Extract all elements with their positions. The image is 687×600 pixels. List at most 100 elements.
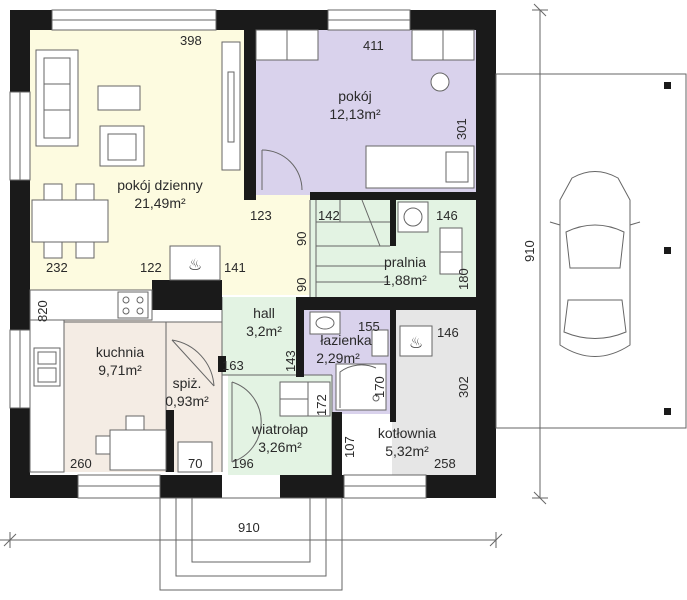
wall-bottom-3 xyxy=(280,475,344,498)
laundry-area: 1,88m² xyxy=(383,272,427,288)
dim-411: 411 xyxy=(363,38,384,53)
kitchen-furniture xyxy=(29,289,215,473)
kitchen-name: kuchnia xyxy=(96,344,144,360)
dim-70: 70 xyxy=(188,456,202,471)
room-name: pokój xyxy=(338,88,371,104)
room-area: 12,13m² xyxy=(329,106,381,122)
svg-text:♨: ♨ xyxy=(409,335,423,352)
shower-icon xyxy=(335,363,387,411)
wall-laundry-left xyxy=(390,200,396,246)
car-icon xyxy=(549,171,641,357)
living-room-area: 21,49m² xyxy=(134,195,186,211)
dim-142: 142 xyxy=(318,208,340,223)
laundry-cabinet-icon xyxy=(439,251,463,275)
dim-232: 232 xyxy=(46,260,68,275)
room-labels: pokój dzienny 21,49m² pokój 12,13m² pral… xyxy=(96,88,437,459)
dimension-lines xyxy=(0,3,548,548)
hall-name: hall xyxy=(253,305,275,321)
washbasin-icon xyxy=(309,311,341,335)
pantry-furniture xyxy=(177,441,213,473)
dim-143: 143 xyxy=(283,350,298,372)
dining-table-icon xyxy=(31,199,109,243)
dim-258: 258 xyxy=(434,456,456,471)
dim-total-width: 910 xyxy=(238,520,260,535)
wall-pantry xyxy=(166,410,174,472)
dim-90a: 90 xyxy=(294,232,309,246)
pantry-name: spiż. xyxy=(173,375,202,391)
toilet-icon xyxy=(371,329,389,357)
bathroom-furniture xyxy=(309,311,389,411)
vestibule-name: wiatrołap xyxy=(251,421,308,437)
dim-180: 180 xyxy=(456,268,471,290)
wall-top-1 xyxy=(10,10,52,30)
vestibule-area: 3,26m² xyxy=(258,439,302,455)
dim-146a: 146 xyxy=(436,208,458,223)
living-room-fill-ext xyxy=(248,195,310,295)
walls xyxy=(10,10,496,498)
living-room-name: pokój dzienny xyxy=(117,177,203,193)
bathroom-name: łazienka xyxy=(320,332,372,348)
dim-172: 172 xyxy=(314,394,329,416)
wall-vest-right xyxy=(332,412,342,475)
bathroom-area: 2,29m² xyxy=(316,350,360,366)
coffee-table-icon xyxy=(97,85,141,111)
dim-820: 820 xyxy=(35,300,50,322)
wall-bottom-4 xyxy=(426,475,496,498)
dim-141: 141 xyxy=(224,260,246,275)
carport-post-2 xyxy=(664,247,671,254)
dim-302: 302 xyxy=(456,376,471,398)
svg-text:♨: ♨ xyxy=(188,257,202,274)
living-furniture: ♨ xyxy=(31,41,241,281)
dim-196: 196 xyxy=(232,456,254,471)
hall-area: 3,2m² xyxy=(246,323,282,339)
carport-post-1 xyxy=(664,82,671,89)
boiler-area: 5,32m² xyxy=(385,443,429,459)
windows xyxy=(9,9,427,499)
dim-260: 260 xyxy=(70,456,92,471)
counter-side-icon xyxy=(29,319,65,473)
wall-room-bottom xyxy=(310,192,476,200)
pantry-shelf-icon xyxy=(177,441,213,473)
kitchen-table-icon xyxy=(109,429,167,471)
laundry-furniture xyxy=(397,201,463,275)
dim-146b: 146 xyxy=(437,325,459,340)
wall-right xyxy=(476,10,496,498)
boiler-icon xyxy=(399,325,433,357)
dim-122: 122 xyxy=(140,260,162,275)
wall-kitchen-top xyxy=(152,280,222,310)
carport-post-3 xyxy=(664,408,671,415)
dim-total-depth: 910 xyxy=(522,240,537,262)
washer-icon xyxy=(397,201,429,233)
dim-90b: 90 xyxy=(294,278,309,292)
boiler-name: kotłownia xyxy=(378,425,437,441)
wall-top-3 xyxy=(410,10,496,30)
wall-hall-left xyxy=(218,356,226,372)
wall-room-left xyxy=(244,30,256,200)
chair-icon xyxy=(430,72,450,92)
fireplace-icon xyxy=(169,245,221,281)
wall-hall-right xyxy=(296,297,304,377)
dim-398: 398 xyxy=(180,33,202,48)
wall-top-2 xyxy=(216,10,328,30)
room-furniture xyxy=(255,29,475,191)
dim-123: 123 xyxy=(250,208,272,223)
laundry-sink-icon xyxy=(439,227,463,255)
laundry-name: pralnia xyxy=(384,254,426,270)
dimension-labels: 398 411 301 123 142 146 90 90 180 232 12… xyxy=(35,33,537,535)
porch xyxy=(159,497,343,591)
pantry-area: 0,93m² xyxy=(165,393,209,409)
wall-bottom-2 xyxy=(160,475,222,498)
dim-170: 170 xyxy=(372,376,387,398)
hall-fill xyxy=(222,297,302,375)
dim-155: 155 xyxy=(358,319,380,334)
vestibule-furniture xyxy=(231,381,331,463)
dim-163: 163 xyxy=(222,358,244,373)
stairs-fill xyxy=(310,200,396,297)
wall-bath-boiler xyxy=(390,310,396,422)
dim-107: 107 xyxy=(342,436,357,458)
wall-bottom-1 xyxy=(10,475,78,498)
wall-left-top xyxy=(10,10,30,92)
kitchen-area: 9,71m² xyxy=(98,362,142,378)
carport-outline xyxy=(495,73,687,429)
